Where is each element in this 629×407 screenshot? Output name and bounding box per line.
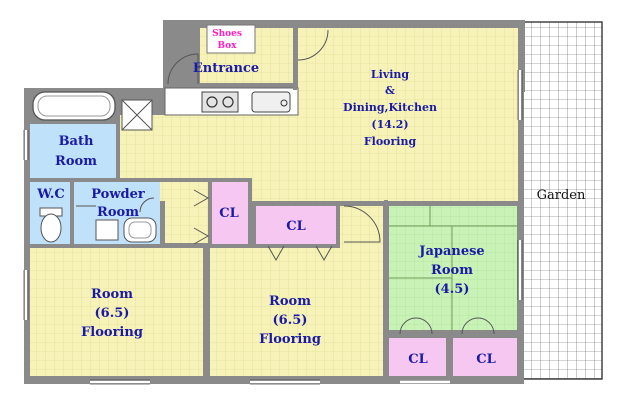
room-left-label-1: Room <box>91 287 133 302</box>
windows <box>24 70 522 384</box>
powder-label-1: Powder <box>91 187 145 202</box>
living-label-3: Dining,Kitchen <box>343 101 437 114</box>
bath-label-2: Room <box>55 154 97 169</box>
japanese-label-2: Room <box>431 263 473 278</box>
shoes-box-label-2: Box <box>218 41 238 51</box>
bath-label-1: Bath <box>59 134 94 149</box>
closet-jp-left-label: CL <box>408 352 428 367</box>
shoes-box <box>206 24 256 54</box>
window-frames <box>23 70 523 385</box>
laundry-pan-icon <box>123 217 157 243</box>
stove-burner-icon <box>206 96 218 108</box>
japanese-label-3: (4.5) <box>435 282 470 297</box>
room-left-floor <box>30 248 203 376</box>
living-label-4: (14.2) <box>371 118 408 131</box>
closet-mid <box>256 206 336 244</box>
toilet-bowl-icon <box>40 213 62 243</box>
japanese-room-floor <box>389 206 517 330</box>
stove-burner-icon <box>222 96 234 108</box>
closet-jp-left <box>389 338 446 376</box>
japanese-label-1: Japanese <box>418 244 484 259</box>
living-label-5: Flooring <box>364 135 417 148</box>
room-left-label-2: (6.5) <box>95 306 130 321</box>
room-mid-floor-upper <box>340 206 383 248</box>
entrance-label: Entrance <box>193 61 259 76</box>
room-left-label-3: Flooring <box>81 325 143 340</box>
living-label-1: Living <box>371 68 409 81</box>
bathtub-icon <box>32 91 116 121</box>
sink-drain-icon <box>280 99 288 107</box>
sink-icon <box>251 91 291 113</box>
shoes-box-label-1: Shoes <box>212 29 242 39</box>
bathtub-inner-icon <box>37 95 111 117</box>
washbasin-icon <box>95 219 119 241</box>
room-mid-label-2: (6.5) <box>273 313 308 328</box>
room-mid-label-1: Room <box>269 294 311 309</box>
bath-room-floor <box>30 124 118 178</box>
closet-center-label: CL <box>219 206 239 221</box>
room-mid-label-3: Flooring <box>259 332 321 347</box>
door-swings <box>76 29 495 335</box>
living-label-2: & <box>385 84 395 97</box>
garden-area <box>521 21 603 380</box>
hall-floor <box>165 200 210 243</box>
room-mid-floor <box>210 248 383 376</box>
closet-jp-right-label: CL <box>476 352 496 367</box>
living-room-floor-lower <box>118 115 518 201</box>
powder-label-2: Room <box>97 205 139 220</box>
laundry-pan-inner-icon <box>128 221 152 239</box>
washer-cross-icon <box>121 99 153 131</box>
tatami-lines <box>389 206 517 330</box>
closet-jp-right <box>453 338 517 376</box>
closet-center <box>210 182 248 244</box>
interior-walls <box>24 22 520 384</box>
closet-mid-label: CL <box>286 219 306 234</box>
wc-label: W.C <box>36 187 64 202</box>
garden-label: Garden <box>537 188 586 203</box>
